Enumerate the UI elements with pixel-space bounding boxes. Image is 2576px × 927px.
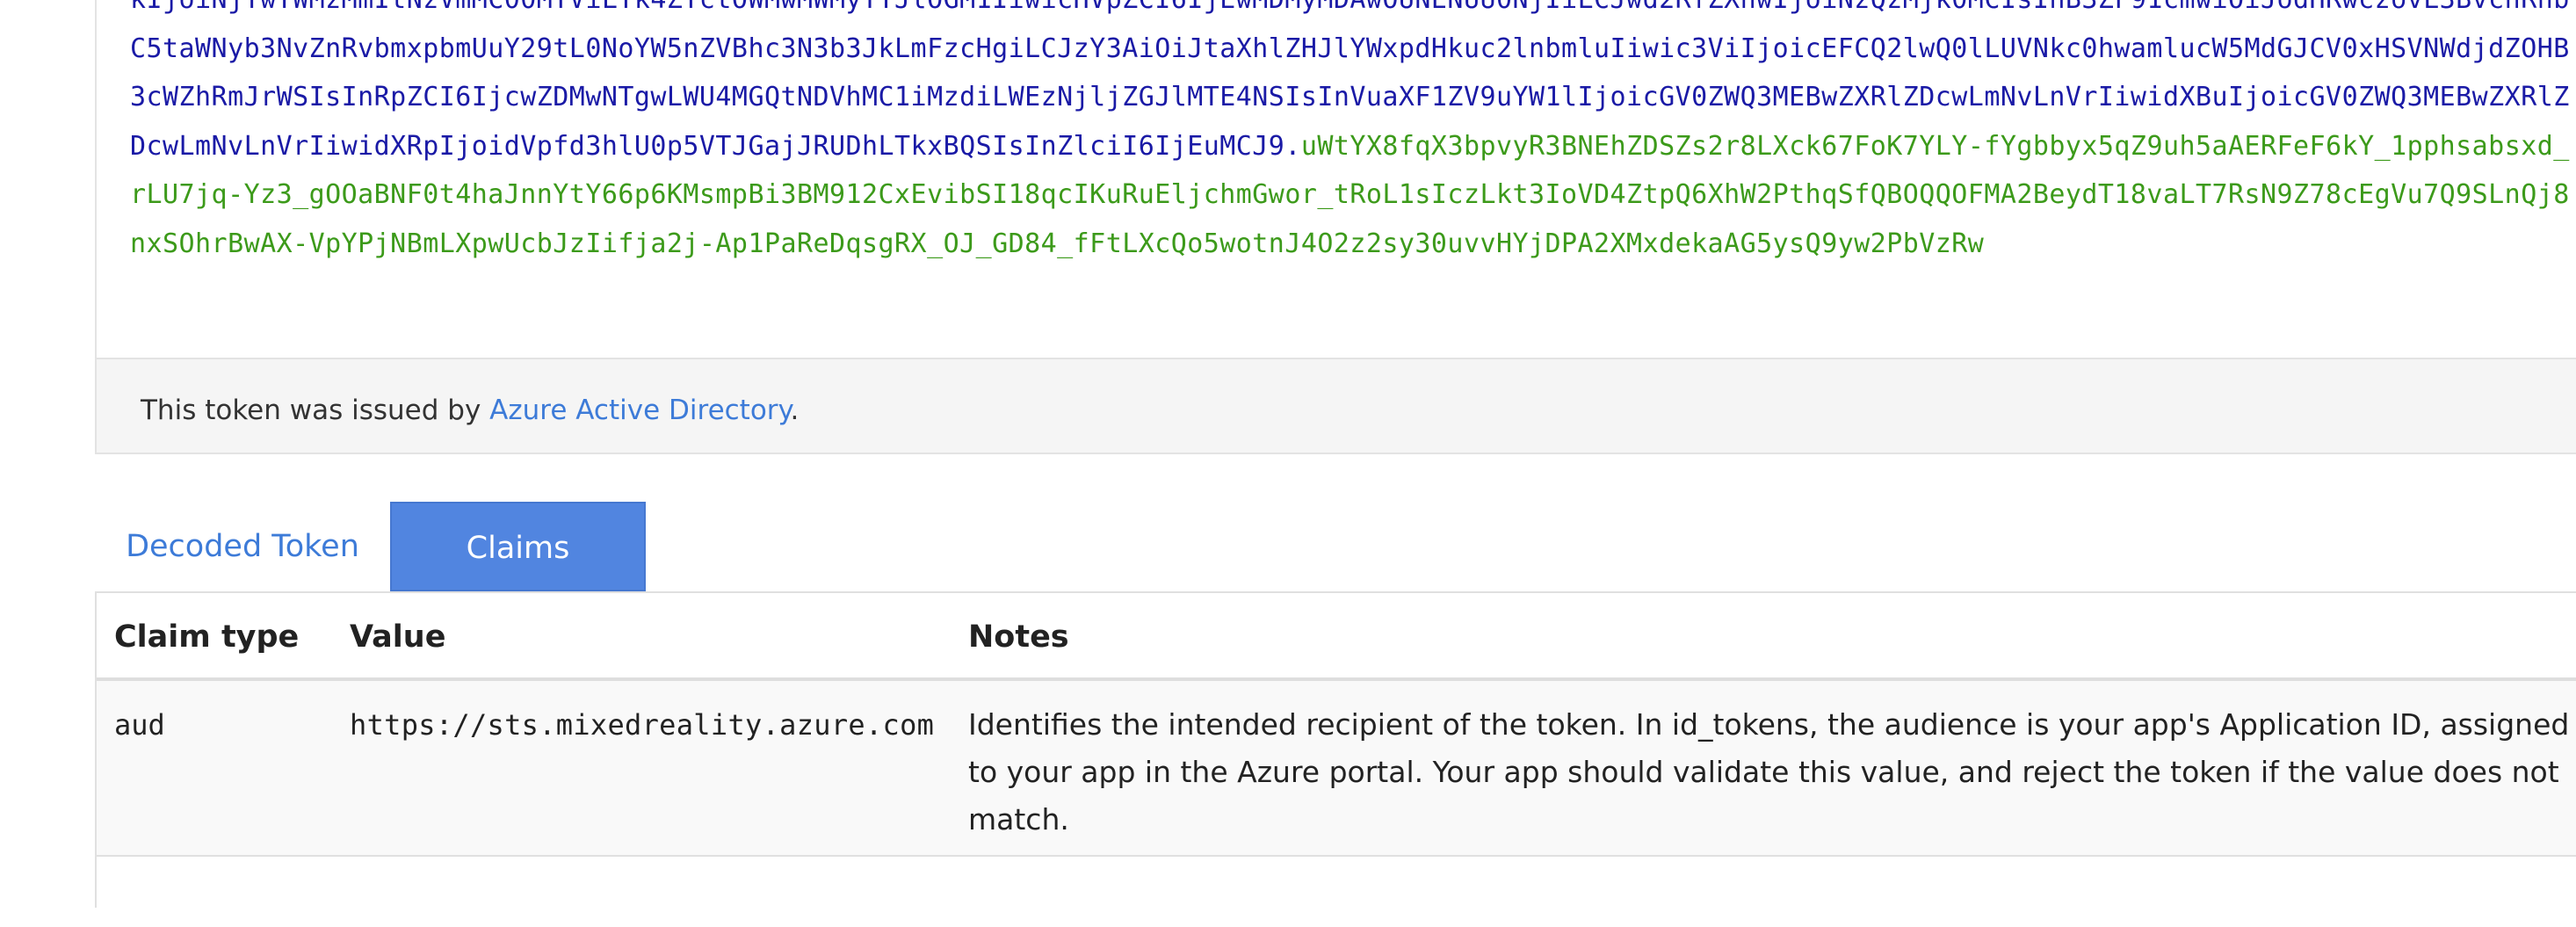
token-view-tabs: Decoded Token Claims xyxy=(95,502,2576,591)
token-payload-segment: kIjoiNjYwYWMzMmItNzVmMC00MTViLTk4ZTctOWM… xyxy=(130,0,2570,162)
header-value: Value xyxy=(350,619,446,655)
issuer-suffix: . xyxy=(790,395,800,426)
tab-decoded-token[interactable]: Decoded Token xyxy=(126,529,359,564)
azure-ad-link[interactable]: Azure Active Directory xyxy=(489,395,791,426)
token-signature-segment: uWtYX8fqX3bpvyR3BNEhZDSZs2r8LXck67FoK7YL… xyxy=(130,130,2570,259)
tab-claims[interactable]: Claims xyxy=(390,502,646,591)
table-row: aud https://sts.mixedreality.azure.com I… xyxy=(97,681,2576,857)
claim-type-cell: aud xyxy=(114,708,165,742)
table-row-partial xyxy=(97,857,2576,927)
header-notes: Notes xyxy=(968,619,1069,655)
table-header-row: Claim type Value Notes xyxy=(97,593,2576,681)
header-claim-type: Claim type xyxy=(114,619,300,655)
encoded-token-text[interactable]: kIjoiNjYwYWMzMmItNzVmMC00MTViLTk4ZTctOWM… xyxy=(130,0,2576,268)
claims-table: Claim type Value Notes aud https://sts.m… xyxy=(95,591,2576,927)
claim-value-cell: https://sts.mixedreality.azure.com xyxy=(350,708,935,742)
token-separator: . xyxy=(1284,130,1301,162)
encoded-token-panel: kIjoiNjYwYWMzMmItNzVmMC00MTViLTk4ZTctOWM… xyxy=(95,0,2576,358)
issuer-info-bar: This token was issued by Azure Active Di… xyxy=(95,358,2576,454)
issuer-prefix: This token was issued by xyxy=(141,395,490,426)
issuer-text: This token was issued by Azure Active Di… xyxy=(141,395,799,426)
claim-notes-cell: Identifies the intended recipient of the… xyxy=(968,707,2570,836)
